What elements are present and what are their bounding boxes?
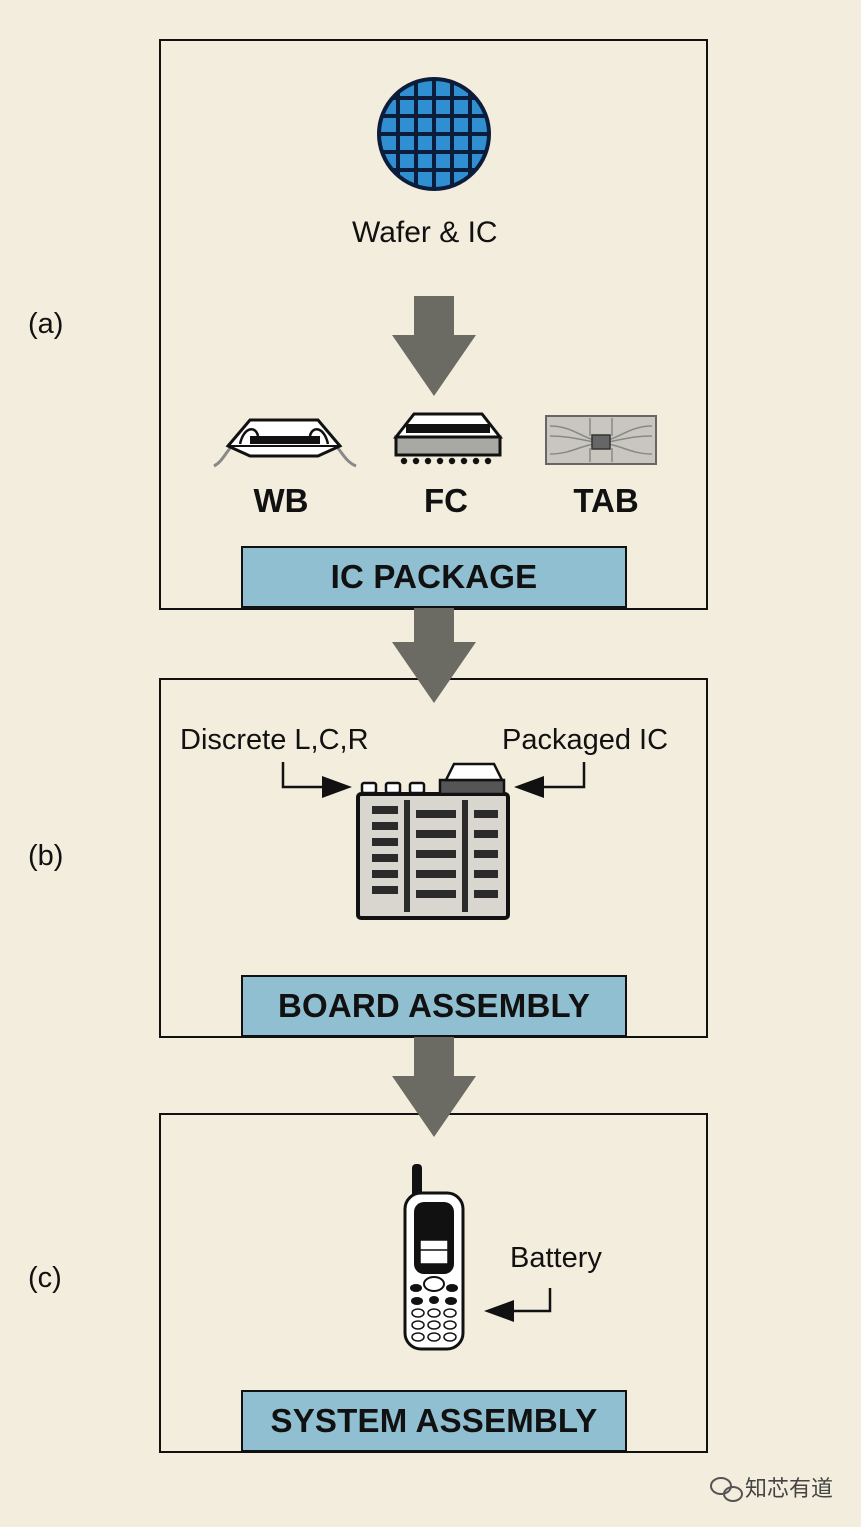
arrow-wafer-to-packages [392, 296, 476, 396]
packaged-ic-label: Packaged IC [502, 724, 669, 756]
discrete-input-arrow [281, 762, 352, 798]
packaged-ic-input-arrow [514, 762, 586, 798]
wire-bond-package-icon [213, 418, 357, 468]
flip-chip-package-icon [392, 412, 504, 465]
discrete-components-label: Discrete L,C,R [180, 724, 369, 756]
battery-input-arrow [484, 1288, 552, 1322]
flow-arrows [392, 296, 476, 1137]
banner-board-assembly: BOARD ASSEMBLY [241, 975, 627, 1037]
tape-automated-bonding-icon [545, 415, 657, 465]
packaged-ic-on-board [438, 762, 506, 796]
wechat-icon [710, 1477, 743, 1502]
stage-marker-c: (c) [28, 1262, 62, 1294]
watermark-text: 知芯有道 [744, 1476, 833, 1501]
wafer-label: Wafer & IC [352, 216, 498, 249]
cell-phone-icon [403, 1164, 465, 1351]
stage-marker-a: (a) [28, 308, 64, 340]
banner-system-assembly: SYSTEM ASSEMBLY [241, 1390, 627, 1452]
discrete-components [360, 781, 426, 795]
arrow-board-to-system [392, 1037, 476, 1137]
arrow-package-to-board [392, 608, 476, 703]
package-label-wb: WB [253, 482, 309, 519]
package-label-tab: TAB [573, 482, 639, 519]
stage-marker-b: (b) [28, 840, 64, 872]
battery-label: Battery [510, 1242, 602, 1274]
package-label-fc: FC [424, 482, 468, 519]
watermark: 知芯有道 [745, 1471, 833, 1503]
banner-ic-package: IC PACKAGE [241, 546, 627, 608]
wafer-icon [377, 77, 491, 191]
circuit-board-icon [356, 762, 510, 920]
